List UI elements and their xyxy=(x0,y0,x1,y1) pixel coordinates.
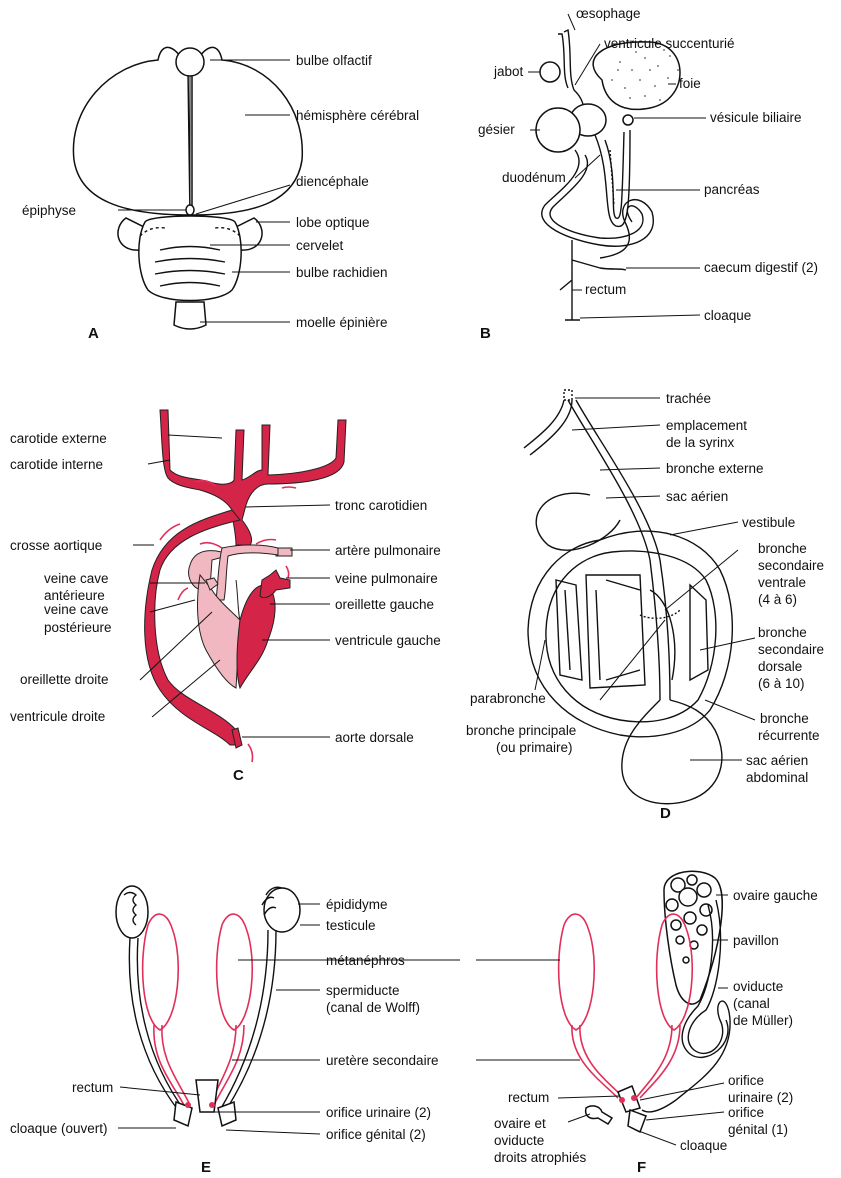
label-oesophage: œsophage xyxy=(576,6,641,21)
panel-f-female: ovaire gauche pavillon oviducte (canal d… xyxy=(476,871,818,1176)
label-ovaire-atrophie-2: oviducte xyxy=(494,1133,544,1148)
label-vesicule-biliaire: vésicule biliaire xyxy=(710,110,802,125)
label-bronche-principale-2: (ou primaire) xyxy=(496,740,573,755)
label-oviducte: oviducte xyxy=(733,979,783,994)
panel-b-digestive: œsophage ventricule succenturié jabot fo… xyxy=(478,6,818,342)
panel-letter-e: E xyxy=(201,1159,211,1176)
label-diencephale: diencéphale xyxy=(296,174,369,189)
label-epididyme: épididyme xyxy=(326,897,388,912)
label-syrinx: de la syrinx xyxy=(666,435,735,450)
label-bsv-3: ventrale xyxy=(758,575,806,590)
label-crosse-aortique: crosse aortique xyxy=(10,538,102,553)
label-bsd-2: secondaire xyxy=(758,642,824,657)
label-cervelet: cervelet xyxy=(296,238,344,253)
label-veine-pulmonaire: veine pulmonaire xyxy=(335,571,438,586)
label-bsd-1: bronche xyxy=(758,625,807,640)
label-ovaire-atrophie-3: droits atrophiés xyxy=(494,1150,587,1165)
label-artere-pulmonaire: artère pulmonaire xyxy=(335,543,441,558)
panel-a-brain: bulbe olfactif hémisphère cérébral dienc… xyxy=(22,47,419,342)
label-uretere-secondaire: uretère secondaire xyxy=(326,1053,439,1068)
label-canal-wolff: (canal de Wolff) xyxy=(326,1000,420,1015)
label-aorte-dorsale: aorte dorsale xyxy=(335,730,414,745)
panel-c-heart: carotide externe carotide interne tronc … xyxy=(10,410,441,784)
label-jabot: jabot xyxy=(493,64,524,79)
label-orifice-urinaire-e: orifice urinaire (2) xyxy=(326,1105,431,1120)
label-orifice-genital-e: orifice génital (2) xyxy=(326,1127,426,1142)
label-ovaire-atrophie-1: ovaire et xyxy=(494,1116,546,1131)
label-veine-cave-post-1: veine cave xyxy=(44,602,109,617)
label-bronche-recurrente-2: récurrente xyxy=(758,728,820,743)
label-duodenum: duodénum xyxy=(502,170,566,185)
label-muller: de Müller) xyxy=(733,1013,793,1028)
label-canal: (canal xyxy=(733,996,770,1011)
label-bsv-1: bronche xyxy=(758,541,807,556)
label-moelle-epiniere: moelle épinière xyxy=(296,315,388,330)
label-metanephros: métanéphros xyxy=(326,953,405,968)
label-ventricule-gauche: ventricule gauche xyxy=(335,633,441,648)
label-lobe-optique: lobe optique xyxy=(296,215,370,230)
label-orifice-urinaire-f-2: urinaire (2) xyxy=(728,1090,793,1105)
label-ventricule-succenturie: ventricule succenturié xyxy=(604,36,735,51)
label-foie: foie xyxy=(679,76,701,91)
label-vestibule: vestibule xyxy=(742,515,795,530)
panel-letter-f: F xyxy=(637,1159,646,1176)
label-ventricule-droite: ventricule droite xyxy=(10,709,105,724)
label-carotide-interne: carotide interne xyxy=(10,457,103,472)
label-bsd-4: (6 à 10) xyxy=(758,676,805,691)
label-rectum-e: rectum xyxy=(72,1080,113,1095)
label-veine-cave-ant-1: veine cave xyxy=(44,571,109,586)
label-orifice-genital-f-1: orifice xyxy=(728,1105,764,1120)
label-oreillette-gauche: oreillette gauche xyxy=(335,597,434,612)
panel-d-lung: trachée emplacement de la syrinx bronche… xyxy=(466,390,824,822)
label-orifice-urinaire-f-1: orifice xyxy=(728,1073,764,1088)
label-ovaire-gauche: ovaire gauche xyxy=(733,888,818,903)
label-bronche-recurrente-1: bronche xyxy=(760,711,809,726)
label-parabronche: parabronche xyxy=(470,691,546,706)
label-veine-cave-ant-2: antérieure xyxy=(44,588,105,603)
label-rectum-f: rectum xyxy=(508,1090,549,1105)
label-caecum-digestif: caecum digestif (2) xyxy=(704,260,818,275)
label-sac-aerien: sac aérien xyxy=(666,489,728,504)
label-hemisphere-cerebral: hémisphère cérébral xyxy=(296,108,419,123)
label-emplacement: emplacement xyxy=(666,418,747,433)
label-pavillon: pavillon xyxy=(733,933,779,948)
label-epiphyse: épiphyse xyxy=(22,203,76,218)
label-bulbe-olfactif: bulbe olfactif xyxy=(296,53,372,68)
label-bsv-4: (4 à 6) xyxy=(758,592,797,607)
label-rectum-b: rectum xyxy=(585,282,626,297)
label-gesier: gésier xyxy=(478,122,515,137)
label-pancreas: pancréas xyxy=(704,182,760,197)
label-spermiducte: spermiducte xyxy=(326,983,400,998)
panel-letter-c: C xyxy=(233,767,244,784)
label-carotide-externe: carotide externe xyxy=(10,431,107,446)
label-bsv-2: secondaire xyxy=(758,558,824,573)
label-sac-abdominal-2: abdominal xyxy=(746,770,808,785)
label-cloaque-f: cloaque xyxy=(680,1138,727,1153)
label-bronche-principale-1: bronche principale xyxy=(466,723,576,738)
label-cloaque-ouvert: cloaque (ouvert) xyxy=(10,1121,108,1136)
label-cloaque-b: cloaque xyxy=(704,308,751,323)
label-bsd-3: dorsale xyxy=(758,659,802,674)
label-orifice-genital-f-2: génital (1) xyxy=(728,1122,788,1137)
label-testicule: testicule xyxy=(326,918,376,933)
panel-letter-d: D xyxy=(660,805,671,822)
label-oreillette-droite: oreillette droite xyxy=(20,672,109,687)
label-bronche-externe: bronche externe xyxy=(666,461,764,476)
label-tronc-carotidien: tronc carotidien xyxy=(335,498,427,513)
panel-e-male: épididyme testicule métanéphros spermidu… xyxy=(10,886,460,1176)
label-trachee: trachée xyxy=(666,391,711,406)
panel-letter-b: B xyxy=(480,325,491,342)
label-veine-cave-post-2: postérieure xyxy=(44,620,112,635)
panel-letter-a: A xyxy=(88,325,99,342)
label-bulbe-rachidien: bulbe rachidien xyxy=(296,265,388,280)
label-sac-abdominal-1: sac aérien xyxy=(746,753,808,768)
